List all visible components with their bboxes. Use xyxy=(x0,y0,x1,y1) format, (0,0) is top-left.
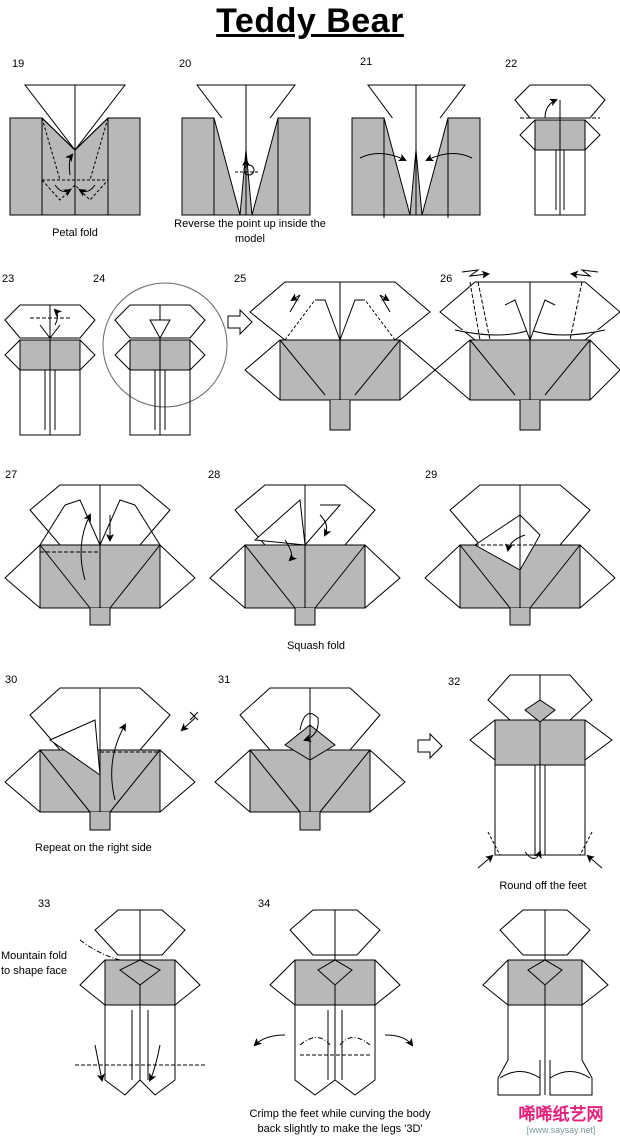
step-22-model xyxy=(514,84,606,216)
step-33-model xyxy=(75,909,205,1096)
step-30-model xyxy=(4,687,199,831)
arrow-next-icon xyxy=(417,732,443,760)
watermark-logo: 唏唏纸艺网 xyxy=(518,1105,604,1125)
caption-reverse-line2: model xyxy=(235,233,265,245)
step-number-32: 32 xyxy=(448,676,461,688)
step-24-model xyxy=(102,282,228,436)
caption-mountain-line2: to shape face xyxy=(1,965,68,977)
step-19-model xyxy=(9,84,141,216)
step-number-20: 20 xyxy=(179,58,192,70)
final-bear-model xyxy=(482,909,609,1096)
step-26-model xyxy=(434,269,620,431)
step-25-model xyxy=(244,281,436,431)
caption-mountain-line1: Mountain fold xyxy=(1,950,68,962)
step-number-21: 21 xyxy=(360,56,373,68)
step-23-model xyxy=(4,304,96,436)
caption-petal-fold: Petal fold xyxy=(52,227,98,239)
step-number-28: 28 xyxy=(208,469,221,481)
step-number-33: 33 xyxy=(38,898,51,910)
step-21-model xyxy=(351,84,481,220)
step-number-34: 34 xyxy=(258,898,271,910)
step-number-25: 25 xyxy=(234,273,247,285)
watermark-url: [www.saysay.net] xyxy=(526,1125,596,1135)
step-number-22: 22 xyxy=(505,58,518,70)
step-number-26: 26 xyxy=(440,273,453,285)
step-31-model xyxy=(214,687,406,831)
page-title: Teddy Bear xyxy=(216,2,404,40)
arrow-zoom-icon xyxy=(227,308,253,336)
caption-squash-fold: Squash fold xyxy=(286,640,346,652)
step-34-model xyxy=(253,909,414,1096)
step-28-model xyxy=(209,484,401,626)
step-number-24: 24 xyxy=(93,273,106,285)
watermark: 唏唏纸艺网 [www.saysay.net] xyxy=(502,1100,620,1135)
caption-crimp-line1: Crimp the feet while curving the body xyxy=(249,1108,431,1120)
caption-crimp-line2: back slightly to make the legs '3D' xyxy=(257,1123,423,1135)
step-number-31: 31 xyxy=(218,674,231,686)
step-32-model xyxy=(469,674,613,869)
caption-reverse-line1: Reverse the point up inside the xyxy=(174,218,326,230)
step-number-30: 30 xyxy=(5,674,18,686)
caption-round-feet: Round off the feet xyxy=(499,880,587,892)
caption-repeat-right: Repeat on the right side xyxy=(35,842,152,854)
step-27-model xyxy=(4,484,196,626)
step-number-23: 23 xyxy=(2,273,15,285)
step-number-19: 19 xyxy=(12,58,25,70)
step-number-27: 27 xyxy=(5,469,18,481)
step-20-model xyxy=(181,84,311,216)
step-number-29: 29 xyxy=(425,469,438,481)
step-29-model xyxy=(424,484,616,626)
